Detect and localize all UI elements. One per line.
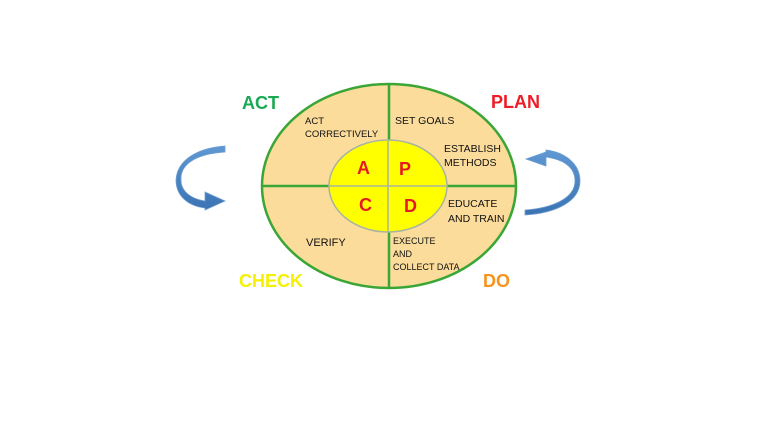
act-correctively-line1: ACT — [305, 116, 324, 127]
right-curved-arrow-icon — [524, 149, 581, 216]
act-label: ACT — [242, 93, 279, 113]
letter-d: D — [404, 196, 417, 216]
letter-a: A — [357, 158, 370, 178]
check-label: CHECK — [239, 271, 303, 291]
execute-line2: AND — [393, 249, 413, 259]
execute-line3: COLLECT DATA — [393, 262, 460, 272]
educate-train-line1: EDUCATE — [448, 198, 497, 210]
educate-train-line2: AND TRAIN — [448, 213, 504, 225]
set-goals-text: SET GOALS — [395, 115, 454, 127]
do-label: DO — [483, 271, 510, 291]
letter-p: P — [399, 159, 411, 179]
left-curved-arrow-icon — [175, 145, 226, 211]
execute-line1: EXECUTE — [393, 236, 436, 246]
plan-label: PLAN — [491, 92, 540, 112]
establish-methods-line2: METHODS — [444, 157, 497, 169]
letter-c: C — [359, 195, 372, 215]
establish-methods-line1: ESTABLISH — [444, 143, 501, 155]
act-correctively-line2: CORRECTIVELY — [305, 129, 379, 140]
verify-text: VERIFY — [306, 237, 346, 249]
